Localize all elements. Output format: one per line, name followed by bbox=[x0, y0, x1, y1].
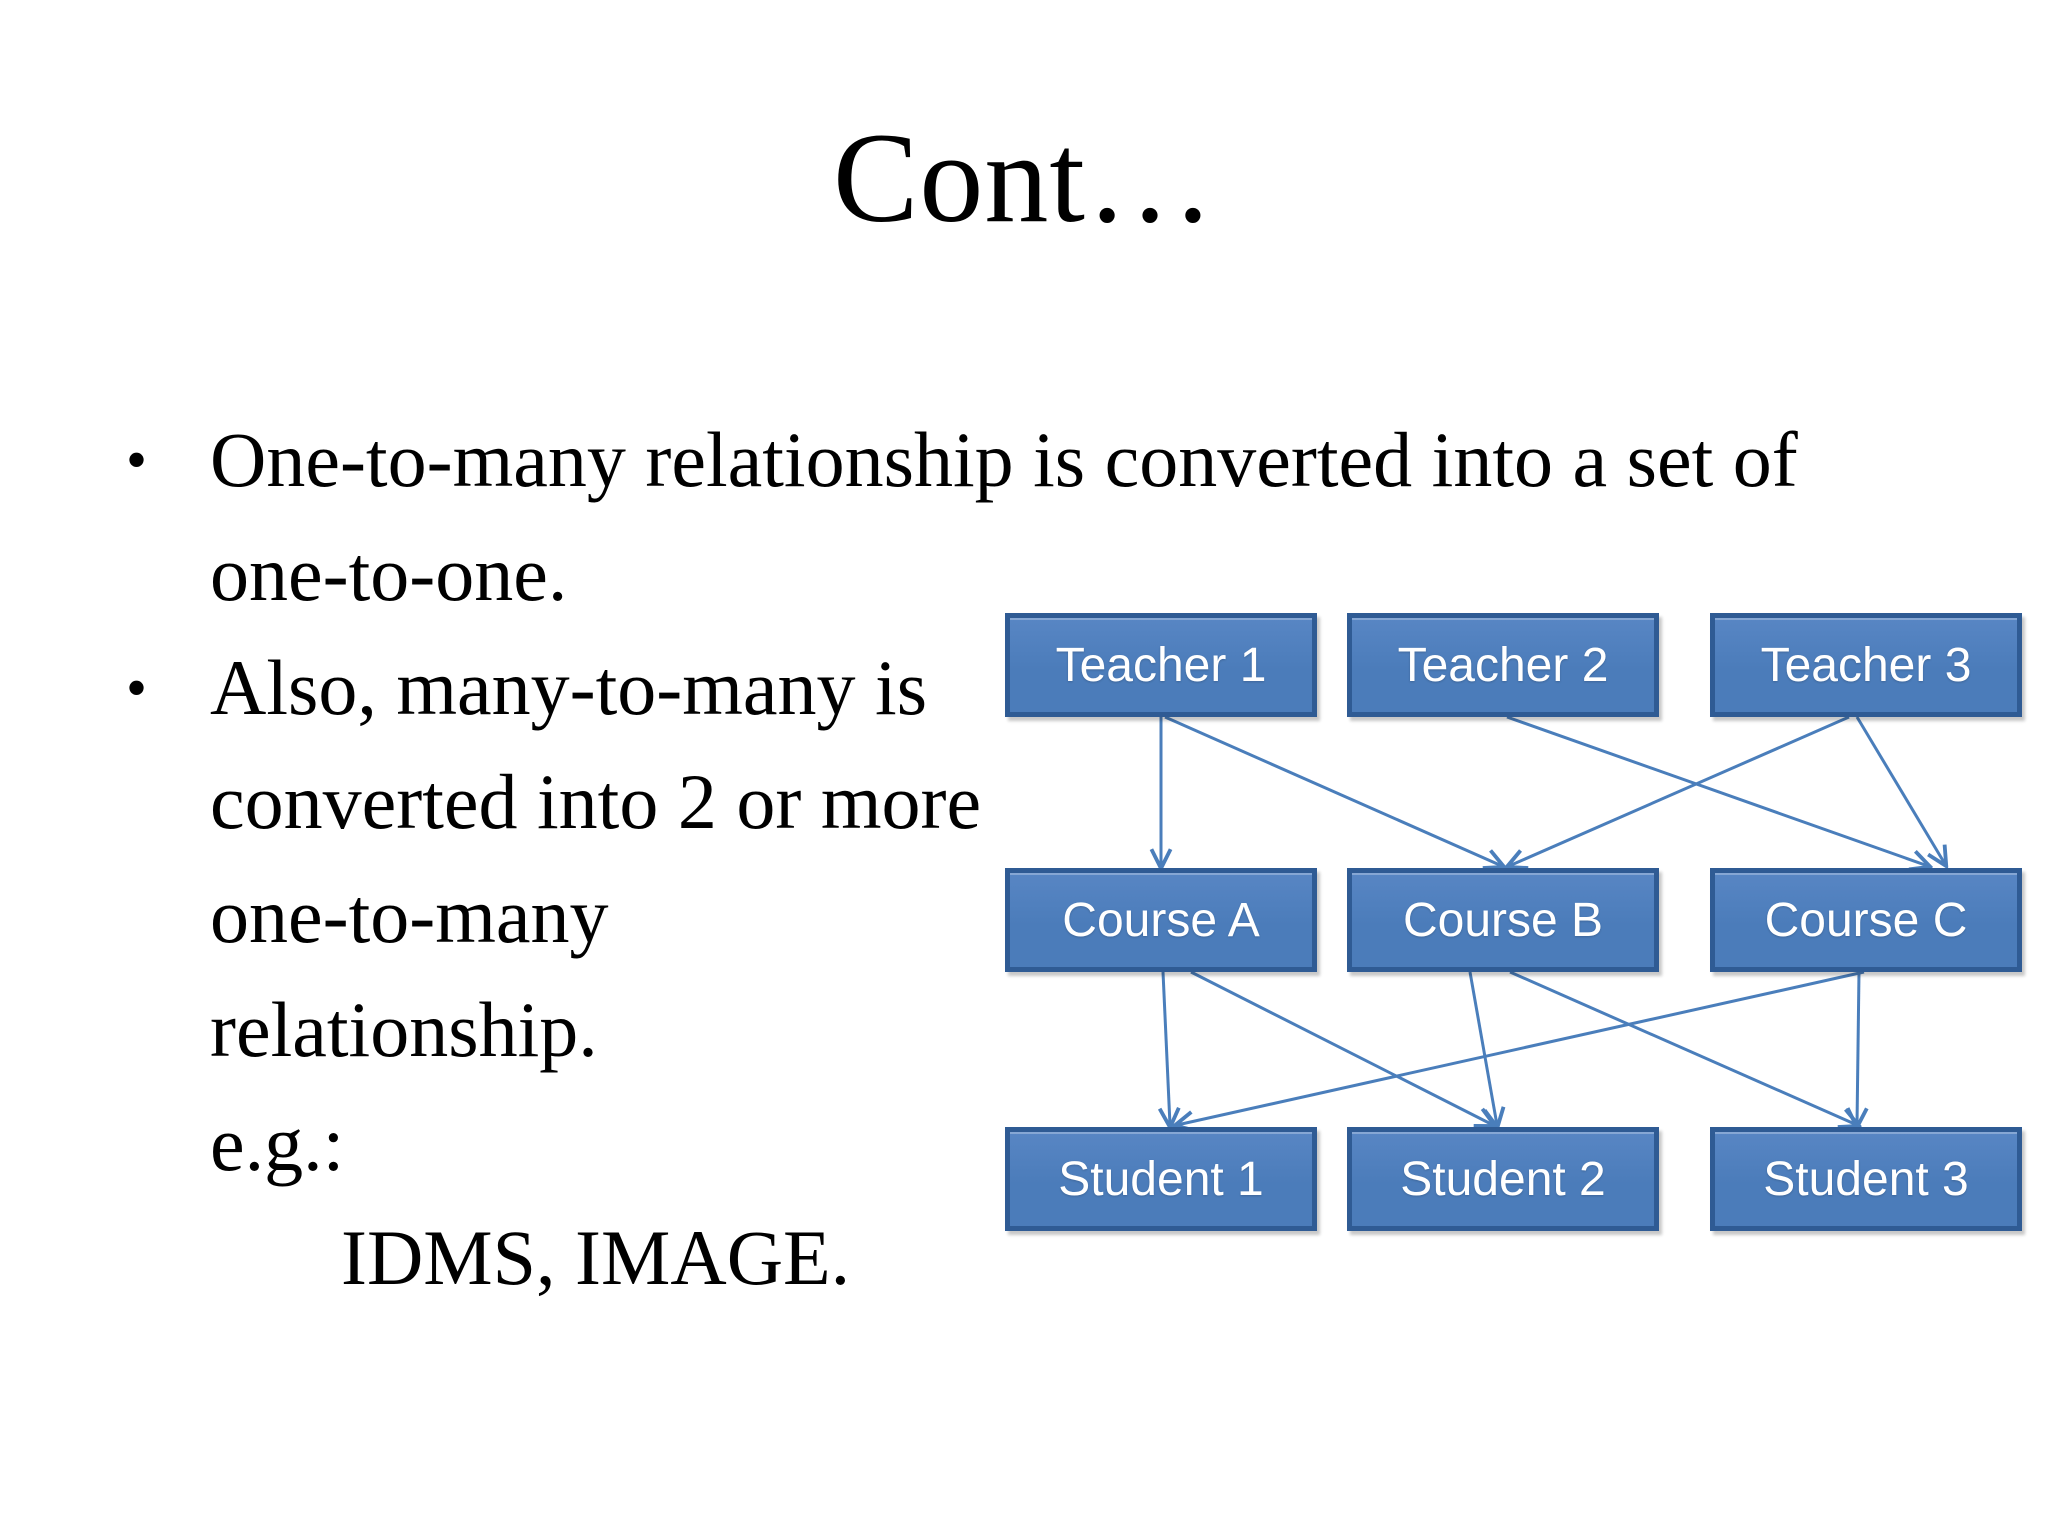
node-label: Course C bbox=[1764, 893, 1968, 947]
diagram-node-teacher-3: Teacher 3 bbox=[1710, 613, 2022, 717]
diagram-node-student-3: Student 3 bbox=[1710, 1127, 2022, 1231]
diagram-node-teacher-1: Teacher 1 bbox=[1005, 613, 1317, 717]
edge-course-b-to-student-2 bbox=[1468, 971, 1497, 1125]
edge-teacher-3-to-course-c bbox=[1855, 716, 1945, 864]
diagram-node-student-2: Student 2 bbox=[1347, 1127, 1659, 1231]
node-label: Teacher 2 bbox=[1397, 638, 1609, 692]
node-label: Student 2 bbox=[1400, 1152, 1606, 1206]
diagram-node-teacher-2: Teacher 2 bbox=[1347, 613, 1659, 717]
edge-teacher-1-to-course-b bbox=[1164, 715, 1502, 866]
node-label: Course A bbox=[1062, 893, 1260, 947]
edge-course-a-to-student-1 bbox=[1163, 971, 1170, 1125]
edge-teacher-2-to-course-c bbox=[1506, 715, 1928, 866]
slide-title: Cont… bbox=[833, 107, 1215, 249]
edge-course-a-to-student-2 bbox=[1190, 970, 1493, 1125]
diagram-node-course-b: Course B bbox=[1347, 868, 1659, 972]
edge-course-c-to-student-3 bbox=[1857, 971, 1859, 1125]
node-label: Student 1 bbox=[1058, 1152, 1264, 1206]
edge-teacher-3-to-course-b bbox=[1509, 715, 1850, 866]
edge-course-b-to-student-3 bbox=[1509, 970, 1857, 1125]
node-label: Teacher 3 bbox=[1760, 638, 1972, 692]
node-label: Student 3 bbox=[1763, 1152, 1969, 1206]
node-label: Course B bbox=[1402, 893, 1604, 947]
node-label: Teacher 1 bbox=[1055, 638, 1267, 692]
diagram-node-student-1: Student 1 bbox=[1005, 1127, 1317, 1231]
diagram-node-course-c: Course C bbox=[1710, 868, 2022, 972]
edge-course-c-to-student-1 bbox=[1177, 970, 1865, 1125]
diagram-node-course-a: Course A bbox=[1005, 868, 1317, 972]
